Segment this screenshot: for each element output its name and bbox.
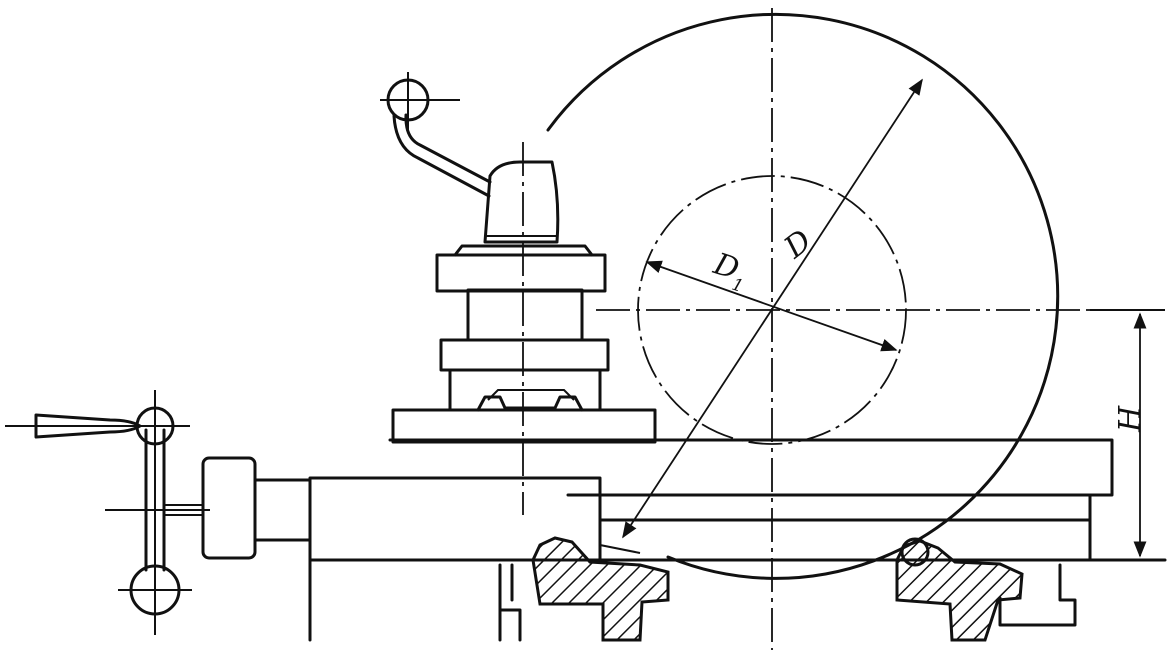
diameter-D1-line [645,260,898,352]
bed-top-inner [599,544,641,554]
bed-way-left [531,536,670,642]
compound-sides [448,368,602,412]
handwheel-hub [201,456,257,560]
bed-left-leg [498,563,522,642]
label-H: H [1113,405,1148,433]
tool-post-washer [453,244,594,257]
compound-base [439,338,610,372]
swing-circle [546,12,1060,580]
cross-slide [391,408,657,444]
carriage-saddle [388,438,1114,497]
tool-post-nut [483,160,560,244]
tool-post-flange [435,253,607,293]
compound-neck [466,288,584,342]
bed-way-right-top [900,537,930,567]
hub-collar [253,478,312,542]
bed-right-leg [998,563,1077,627]
dovetail-inner [487,389,575,401]
crank-arm [144,428,166,572]
crank-handle [34,413,142,439]
label-D1: D 1 [709,246,746,297]
label-D: D [777,223,818,266]
dovetail-slide [476,395,584,412]
